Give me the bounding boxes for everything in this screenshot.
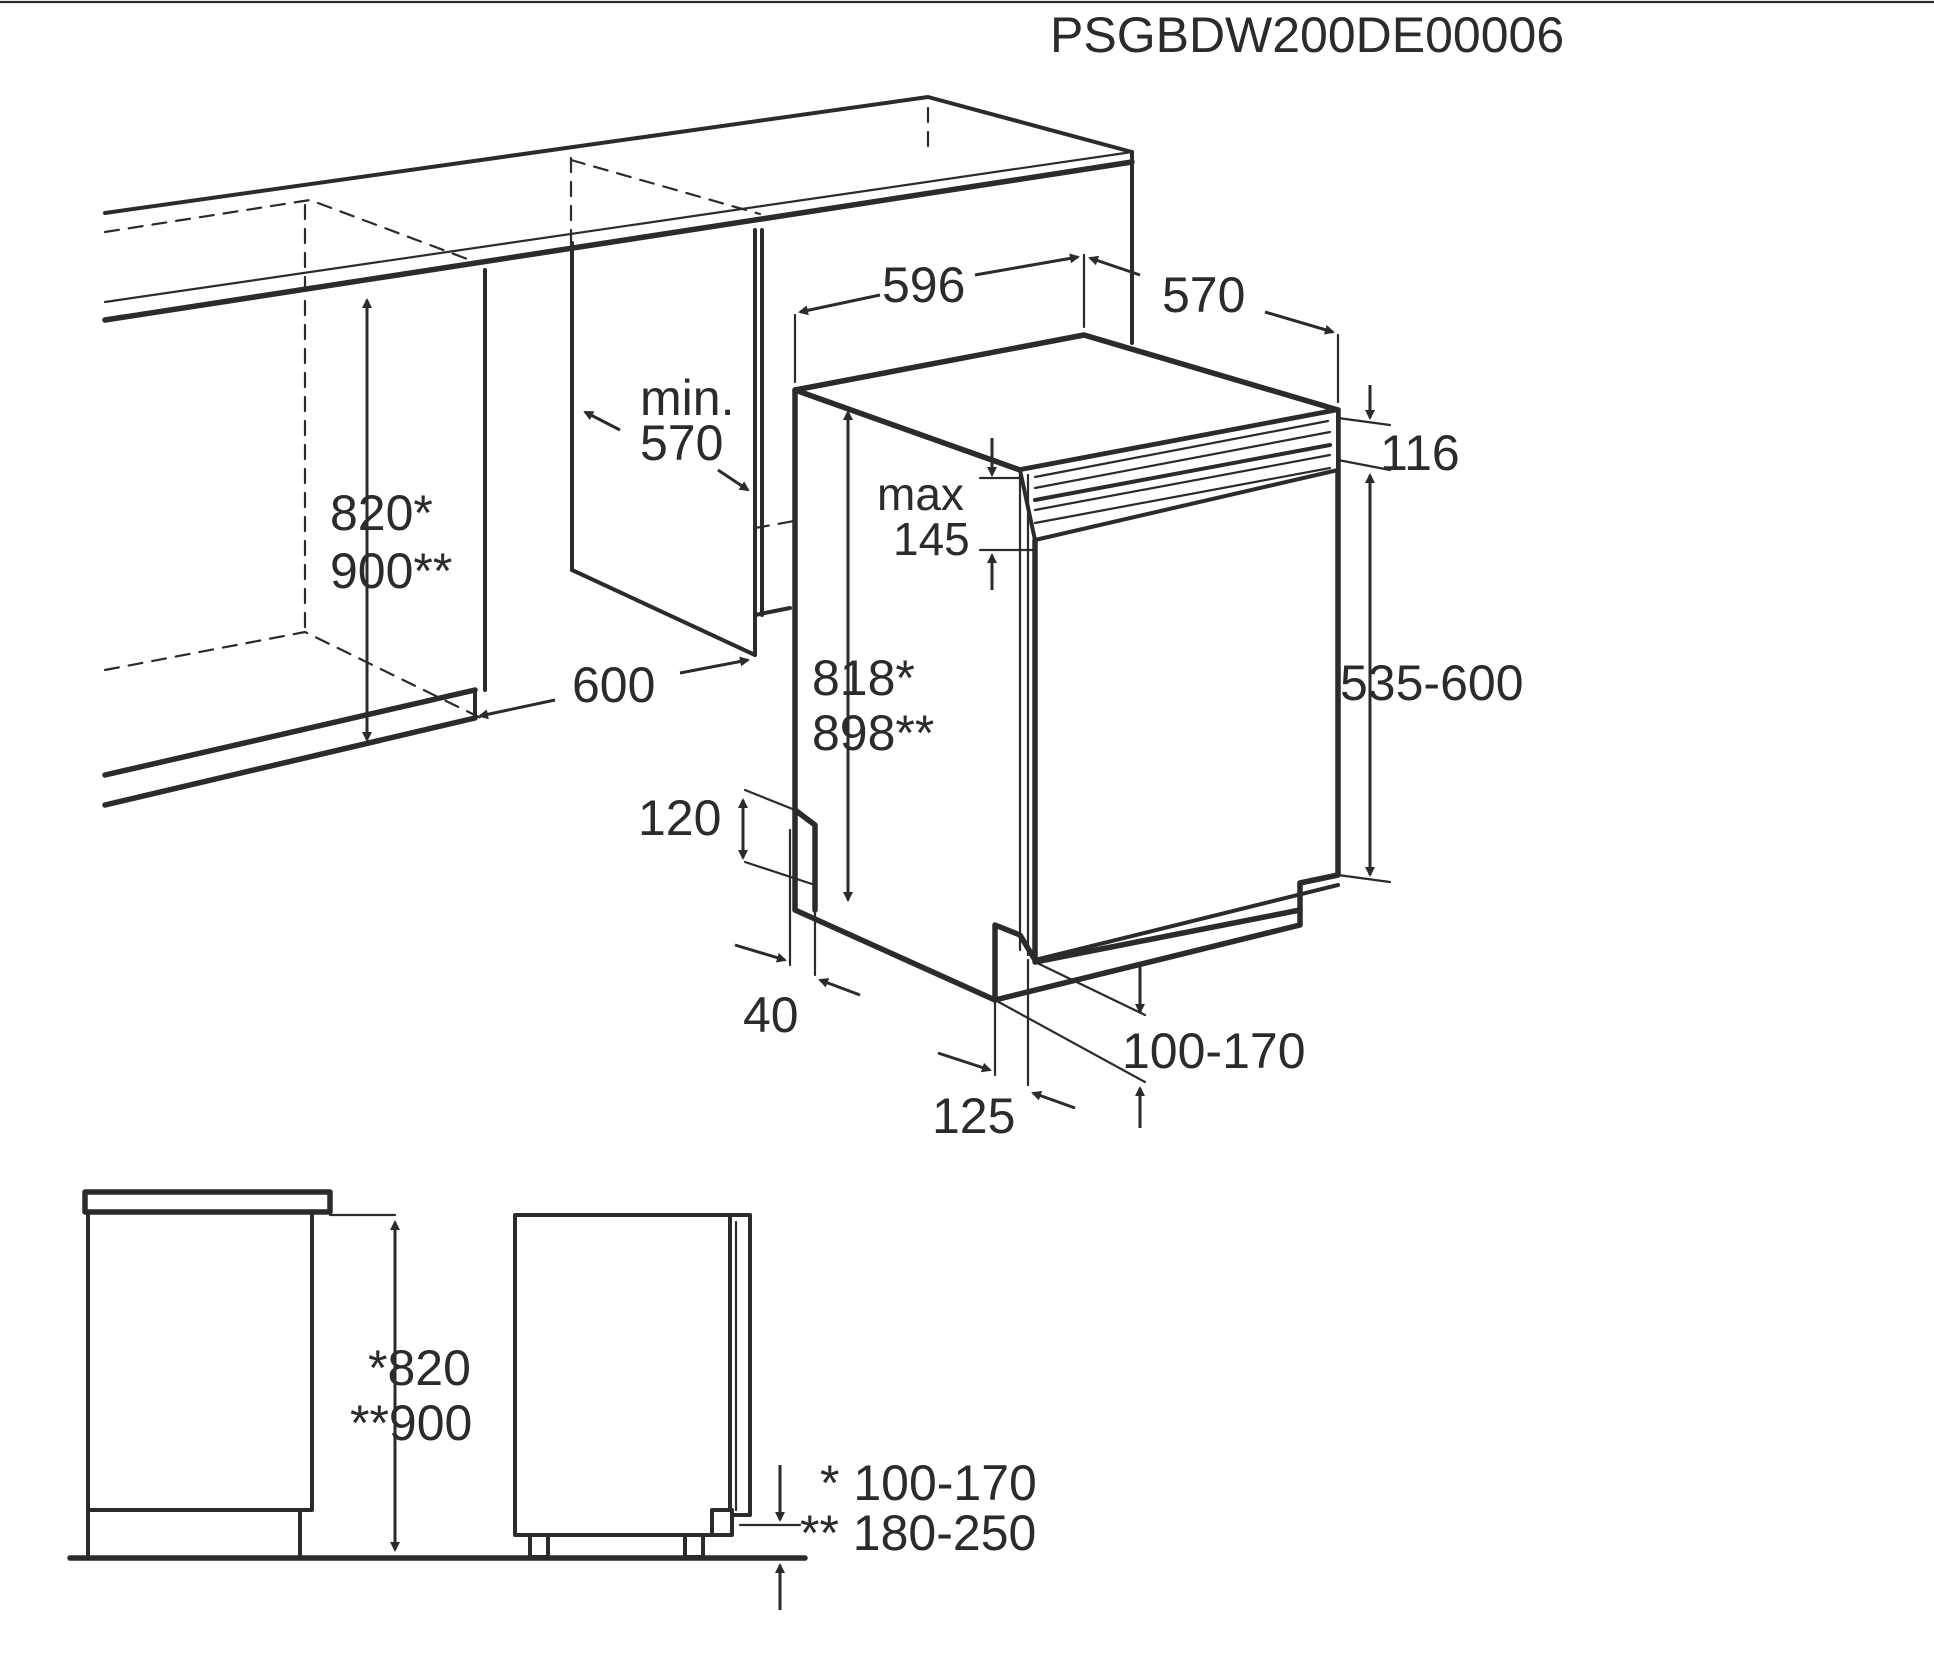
side-dishwasher <box>513 1213 732 1537</box>
dishwasher-side <box>792 387 998 1003</box>
label-niche-width: 600 <box>572 657 655 713</box>
label-appliance-height-2: 898** <box>812 705 934 761</box>
side-countertop <box>82 1189 333 1215</box>
label-appliance-width: 596 <box>882 257 965 313</box>
label-top-offset: 116 <box>1380 425 1460 481</box>
label-panel-gap: 145 <box>893 513 970 565</box>
label-appliance-height-1: 818* <box>812 650 915 706</box>
label-cabinet-height-1: 820* <box>330 485 433 541</box>
label-plinth-cut-height: 120 <box>638 790 721 846</box>
label-panel-gap-max: max <box>877 468 964 520</box>
label-door-panel-height: 535-600 <box>1340 655 1524 711</box>
dimension-lines <box>362 253 1392 1128</box>
label-niche-depth: 570 <box>640 415 723 471</box>
label-cabinet-height-2: 900** <box>330 543 452 599</box>
label-side-height-1: *820 <box>368 1340 471 1396</box>
label-side-plinth-1: * 100-170 <box>820 1455 1037 1511</box>
side-view <box>67 1189 808 1610</box>
dishwasher-front-edge <box>1032 407 1341 965</box>
side-door <box>728 1213 752 1517</box>
label-side-height-2: **900 <box>350 1395 472 1451</box>
diagram-code: PSGBDW200DE00006 <box>1050 7 1564 63</box>
label-side-plinth-2: ** 180-250 <box>800 1505 1036 1561</box>
label-niche-depth-min: min. <box>640 370 734 426</box>
label-plinth-cut-depth: 40 <box>743 987 799 1043</box>
countertop-back-edge <box>103 95 1134 215</box>
label-appliance-depth: 570 <box>1162 267 1245 323</box>
countertop-front-edge <box>102 159 1135 323</box>
kitchen-cabinets <box>102 95 1135 808</box>
label-plinth-recess: 125 <box>932 1088 1015 1144</box>
label-plinth-height: 100-170 <box>1122 1023 1306 1079</box>
dishwasher-3d <box>792 332 1341 1003</box>
labels: PSGBDW200DE00006 820* 900** min. 570 600… <box>330 7 1564 1561</box>
